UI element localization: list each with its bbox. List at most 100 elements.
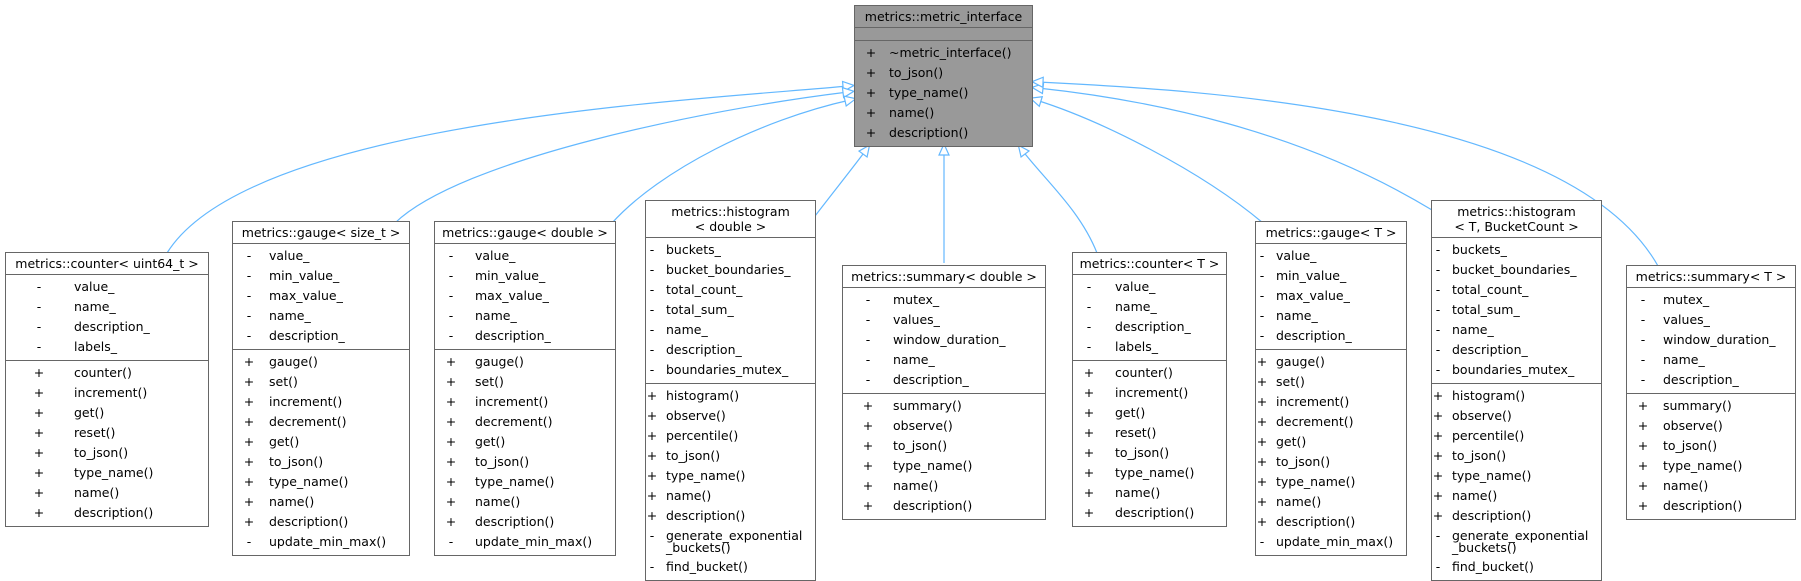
visibility-marker: - (865, 352, 871, 367)
class-box-base[interactable]: metrics::metric_interface+~metric_interf… (854, 5, 1033, 147)
class-title: metrics::metric_interface (855, 6, 1032, 27)
methods-section: +gauge()+set()+increment()+decrement()+g… (1256, 349, 1406, 555)
class-box-summary-double[interactable]: metrics::summary< double >-mutex_-values… (842, 265, 1046, 520)
visibility-marker: - (1259, 268, 1265, 283)
class-title-line-2: < T, BucketCount > (1454, 219, 1579, 234)
methods-section: +counter()+increment()+get()+reset()+to_… (1073, 360, 1226, 526)
methods-section: +counter()+increment()+get()+reset()+to_… (6, 360, 208, 526)
member-name: get() (74, 405, 105, 420)
member-name: get() (1115, 405, 1146, 420)
visibility-marker: + (33, 365, 45, 380)
member-name: update_min_max() (1276, 534, 1394, 549)
attribute-3: -name_ (843, 350, 1045, 370)
attribute-0: -buckets_ (646, 240, 815, 260)
member-name: mutex_ (893, 292, 940, 307)
member-name-line-1: generate_exponential (666, 528, 803, 543)
arrowhead-summary-t (1030, 76, 1044, 89)
visibility-marker: + (1256, 414, 1268, 429)
member-name: update_min_max() (475, 534, 593, 549)
method-8: -find_bucket() (1432, 557, 1601, 577)
visibility-marker: - (1435, 262, 1441, 277)
member-name: name() (893, 478, 939, 493)
member-name: total_sum_ (666, 302, 734, 317)
attribute-5: -description_ (1432, 340, 1601, 360)
member-name: name_ (475, 308, 517, 323)
visibility-marker: + (243, 414, 255, 429)
method-4: +get() (233, 432, 409, 452)
member-name: description_ (1115, 319, 1191, 334)
member-name: gauge() (269, 354, 318, 369)
visibility-marker: - (649, 322, 655, 337)
method-2: +increment() (435, 392, 615, 412)
method-1: +observe() (843, 416, 1045, 436)
attribute-2: -max_value_ (1256, 286, 1406, 306)
member-name: description() (889, 125, 969, 140)
visibility-marker: + (862, 458, 874, 473)
member-name: type_name() (1115, 465, 1195, 480)
method-0: +gauge() (233, 352, 409, 372)
member-name: find_bucket() (1452, 559, 1534, 574)
edge-gauge-size-t (394, 91, 849, 224)
method-5: +description() (1627, 496, 1795, 516)
method-0: +gauge() (1256, 352, 1406, 372)
arrowhead-histogram-double (857, 143, 871, 159)
member-name: total_sum_ (1452, 302, 1520, 317)
method-0: +gauge() (435, 352, 615, 372)
member-name: name_ (74, 299, 116, 314)
member-name: name() (666, 488, 712, 503)
method-0: +summary() (1627, 396, 1795, 416)
class-box-counter-uint64[interactable]: metrics::counter< uint64_t >-value_-name… (5, 252, 209, 527)
visibility-marker: + (1256, 394, 1268, 409)
visibility-marker: + (445, 474, 457, 489)
class-title-line-1: metrics::counter< uint64_t > (15, 256, 199, 271)
methods-section: +gauge()+set()+increment()+decrement()+g… (435, 349, 615, 555)
method-3: +type_name() (843, 456, 1045, 476)
member-name: buckets_ (1452, 242, 1507, 257)
member-name: find_bucket() (666, 559, 748, 574)
attribute-0: -mutex_ (1627, 290, 1795, 310)
class-box-histogram-double[interactable]: metrics::histogram< double >-buckets_-bu… (645, 200, 816, 581)
member-name: counter() (1115, 365, 1173, 380)
attribute-1: -name_ (6, 297, 208, 317)
member-name: summary() (1663, 398, 1732, 413)
method-3: +decrement() (1256, 412, 1406, 432)
visibility-marker: - (865, 372, 871, 387)
class-box-gauge-double[interactable]: metrics::gauge< double >-value_-min_valu… (434, 221, 616, 556)
member-name: set() (269, 374, 298, 389)
visibility-marker: + (243, 454, 255, 469)
member-name: get() (475, 434, 506, 449)
methods-section: +~metric_interface()+to_json()+type_name… (855, 40, 1032, 146)
class-box-gauge-t[interactable]: metrics::gauge< T >-value_-min_value_-ma… (1255, 221, 1407, 556)
visibility-marker: + (646, 488, 658, 503)
visibility-marker: + (1432, 508, 1444, 523)
member-name: type_name() (1452, 468, 1532, 483)
member-name: min_value_ (1276, 268, 1347, 283)
member-name: max_value_ (475, 288, 549, 303)
method-7: +name() (435, 492, 615, 512)
attribute-0: -value_ (435, 246, 615, 266)
member-name: values_ (893, 312, 940, 327)
edge-histogram-double (814, 149, 867, 217)
class-box-histogram-t-bucketcount[interactable]: metrics::histogram< T, BucketCount >-buc… (1431, 200, 1602, 581)
class-box-summary-t[interactable]: metrics::summary< T >-mutex_-values_-win… (1626, 265, 1796, 520)
class-box-counter-t[interactable]: metrics::counter< T >-value_-name_-descr… (1072, 252, 1227, 527)
class-title-line-1: metrics::gauge< double > (442, 225, 608, 240)
visibility-marker: + (1083, 445, 1095, 460)
member-name: reset() (74, 425, 116, 440)
member-name: total_count_ (1452, 282, 1529, 297)
member-name: value_ (74, 279, 115, 294)
visibility-marker: + (1637, 438, 1649, 453)
method-4: +to_json() (6, 443, 208, 463)
method-0: +counter() (1073, 363, 1226, 383)
member-name: get() (1276, 434, 1307, 449)
visibility-marker: - (448, 248, 454, 263)
edge-gauge-t (1035, 99, 1264, 224)
member-name: generate_exponential_buckets() (1452, 528, 1588, 554)
member-name: to_json() (889, 65, 944, 80)
class-box-gauge-size-t[interactable]: metrics::gauge< size_t >-value_-min_valu… (232, 221, 410, 556)
visibility-marker: - (649, 528, 655, 543)
visibility-marker: - (649, 262, 655, 277)
member-name: counter() (74, 365, 132, 380)
member-name: decrement() (269, 414, 347, 429)
method-2: +get() (1073, 403, 1226, 423)
